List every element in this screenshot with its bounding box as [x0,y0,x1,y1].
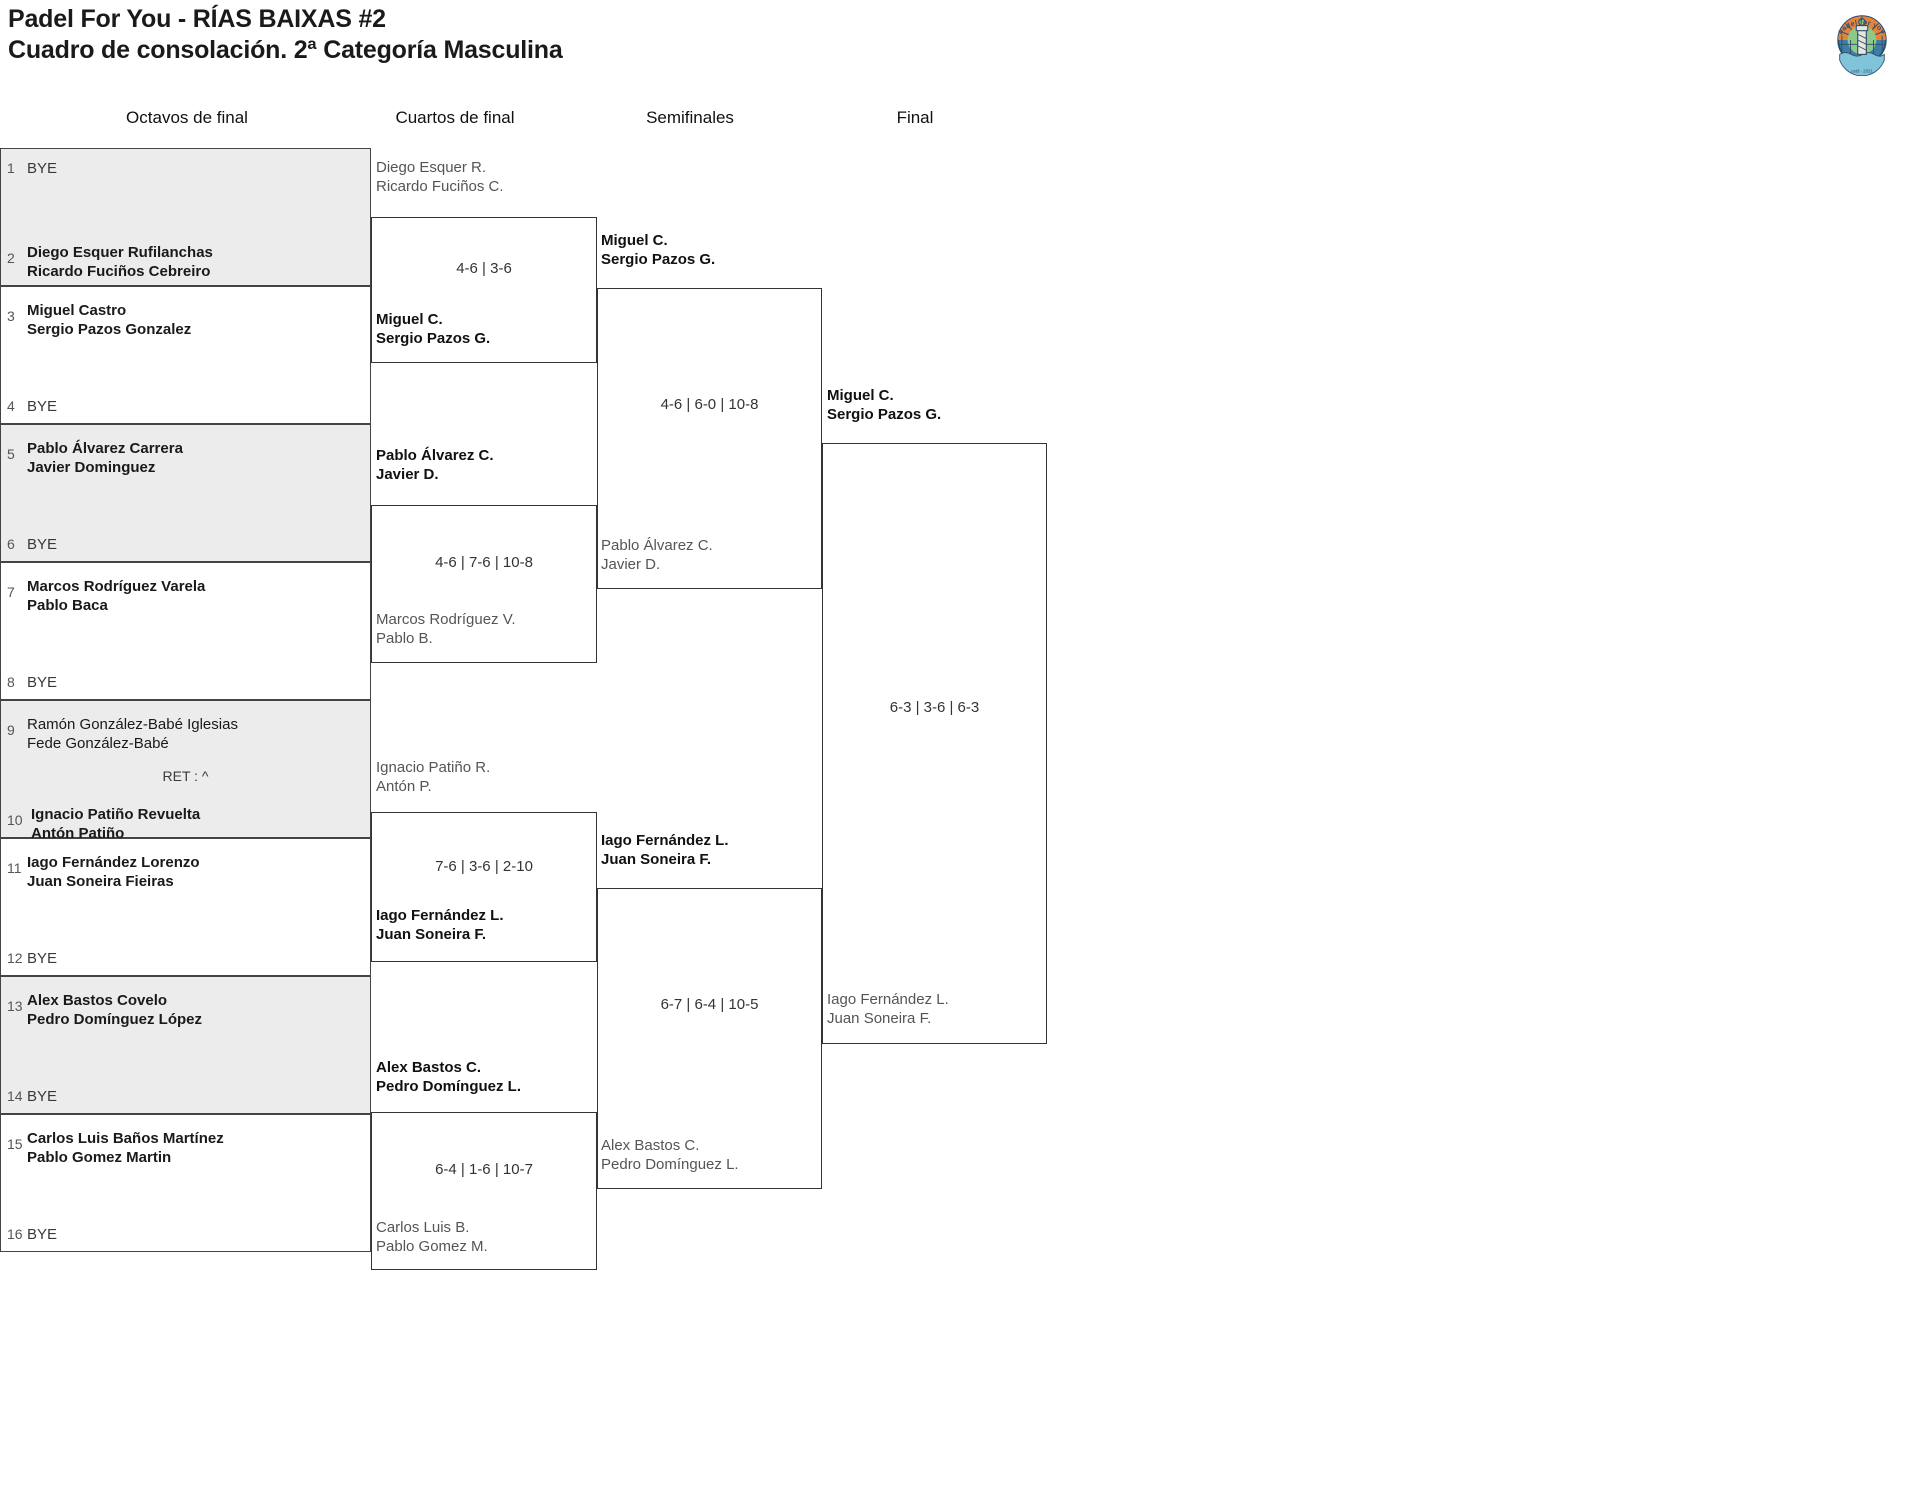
seed-team-names: Alex Bastos Covelo Pedro Domínguez López [27,991,364,1029]
cuartos-entrant-bottom: Marcos Rodríguez V. Pablo B. [376,611,516,647]
seed-team-names: Miguel Castro Sergio Pazos Gonzalez [27,301,364,339]
seed-player-1: BYE [27,950,58,967]
seed-cell[interactable]: 13 Alex Bastos Covelo Pedro Domínguez Ló… [0,976,371,1114]
cuartos-entrant-top: Ignacio Patiño R. Antón P. [376,759,491,795]
seed-cell[interactable]: 3 Miguel Castro Sergio Pazos Gonzalez 4 … [0,286,371,424]
seed-cell[interactable]: 1 BYE 2 Diego Esquer Rufilanchas Ricardo… [0,148,371,286]
seed-player-2: Fede González-Babé [27,735,169,752]
seed-player-1: Iago Fernández Lorenzo [27,854,200,871]
seed-player-2: Ricardo Fuciños Cebreiro [27,263,211,280]
seed-team-names: Diego Esquer Rufilanchas Ricardo Fuciños… [27,243,364,281]
seed-number: 5 [7,446,15,462]
seed-number: 16 [7,1226,23,1242]
match-score: 7-6 | 3-6 | 2-10 [435,858,533,875]
seed-number: 3 [7,308,15,324]
semifinal-entrant-top: Miguel C. Sergio Pazos G. [601,232,716,268]
seed-number: 6 [7,536,15,552]
retirement-annotation: RET : ^ [162,768,209,784]
semifinal-entrant-top: Iago Fernández L. Juan Soneira F. [601,832,729,868]
seed-player-2: Pablo Gomez Martin [27,1149,172,1166]
seed-number: 8 [7,674,15,690]
match-score: 4-6 | 3-6 [456,260,512,277]
seed-number: 12 [7,950,23,966]
seed-player-1: Marcos Rodríguez Varela [27,578,206,595]
seed-player-1: Miguel Castro [27,302,127,319]
seed-cell[interactable]: 9 Ramón González-Babé Iglesias Fede Gonz… [0,700,371,842]
seed-player-1: Carlos Luis Baños Martínez [27,1130,224,1147]
seed-player-1: BYE [27,1088,58,1105]
seed-number: 2 [7,250,15,266]
seed-cell[interactable]: 15 Carlos Luis Baños Martínez Pablo Gome… [0,1114,371,1252]
match-score: 4-6 | 7-6 | 10-8 [435,554,533,571]
cuartos-entrant-bottom: Miguel C. Sergio Pazos G. [376,311,491,347]
seed-player-1: BYE [27,160,58,177]
logo-footer-text: estd · 2021 [1851,68,1873,73]
seed-number: 1 [7,160,15,176]
seed-player-2: Antón Patiño [31,825,125,842]
bracket-subtitle: Cuadro de consolación. 2ª Categoría Masc… [8,36,563,64]
tournament-title: Padel For You - RÍAS BAIXAS #2 [8,5,386,33]
seed-number: 14 [7,1088,23,1104]
round-header-semifinales: Semifinales [646,108,734,127]
cuartos-entrant-top: Diego Esquer R. Ricardo Fuciños C. [376,159,504,195]
seed-cell[interactable]: 5 Pablo Álvarez Carrera Javier Dominguez… [0,424,371,562]
match-box-qf4[interactable]: 6-4 | 1-6 | 10-7 [371,1112,597,1270]
seed-number: 15 [7,1136,23,1152]
match-score: 6-7 | 6-4 | 10-5 [660,996,759,1013]
seed-player-2: Pedro Domínguez López [27,1011,203,1028]
seed-number: 10 [7,812,23,828]
match-box-sf1[interactable]: 4-6 | 6-0 | 10-8 [597,288,822,589]
seed-player-1: Alex Bastos Covelo [27,992,168,1009]
seed-cell[interactable]: 11 Iago Fernández Lorenzo Juan Soneira F… [0,838,371,976]
seed-player-1: Ramón González-Babé Iglesias [27,716,238,733]
seed-team-names: Iago Fernández Lorenzo Juan Soneira Fiei… [27,853,364,891]
match-score: 6-4 | 1-6 | 10-7 [435,1161,533,1178]
match-box-qf3[interactable]: 7-6 | 3-6 | 2-10 [371,812,597,962]
seed-team-names: Carlos Luis Baños Martínez Pablo Gomez M… [27,1129,364,1167]
page-title: Padel For You - RÍAS BAIXAS #2 Cuadro de… [8,4,1108,66]
seed-player-1: Pablo Álvarez Carrera [27,440,183,457]
cuartos-entrant-top: Pablo Álvarez C. Javier D. [376,447,494,483]
match-box-final[interactable]: 6-3 | 3-6 | 6-3 [822,443,1047,1044]
match-box-qf1[interactable]: 4-6 | 3-6 [371,217,597,363]
seed-player-1: BYE [27,536,58,553]
seed-player-2: Juan Soneira Fieiras [27,873,174,890]
round-header-final: Final [896,108,934,127]
seed-team-names: Ignacio Patiño Revuelta Antón Patiño [31,805,364,843]
seed-team-names: Ramón González-Babé Iglesias Fede Gonzál… [27,715,364,753]
seed-player-2: Pablo Baca [27,597,108,614]
seed-player-1: BYE [27,398,58,415]
match-box-qf2[interactable]: 4-6 | 7-6 | 10-8 [371,505,597,663]
round-header-octavos: Octavos de final [126,108,248,127]
seed-team-names: Pablo Álvarez Carrera Javier Dominguez [27,439,364,477]
seed-player-1: BYE [27,674,58,691]
seed-team-names: Marcos Rodríguez Varela Pablo Baca [27,577,364,615]
final-entrant-top: Miguel C. Sergio Pazos G. [827,387,942,423]
match-box-sf2[interactable]: 6-7 | 6-4 | 10-5 [597,888,822,1189]
seed-number: 9 [7,722,15,738]
round-header-cuartos: Cuartos de final [395,108,515,127]
seed-player-2: Javier Dominguez [27,459,156,476]
semifinal-entrant-bottom: Alex Bastos C. Pedro Domínguez L. [601,1137,739,1173]
seed-player-1: Diego Esquer Rufilanchas [27,244,213,261]
seed-number: 11 [7,860,22,876]
match-score: 6-3 | 3-6 | 6-3 [889,699,980,716]
match-score: 4-6 | 6-0 | 10-8 [660,396,759,413]
final-entrant-bottom: Iago Fernández L. Juan Soneira F. [827,991,949,1027]
seed-player-1: BYE [27,1226,58,1243]
seed-cell[interactable]: 7 Marcos Rodríguez Varela Pablo Baca 8 B… [0,562,371,700]
cuartos-entrant-bottom: Iago Fernández L. Juan Soneira F. [376,907,504,943]
seed-number: 4 [7,398,15,414]
cuartos-entrant-top: Alex Bastos C. Pedro Domínguez L. [376,1059,522,1095]
padel-for-you-logo: padel for you estd · 2021 [1826,4,1898,77]
seed-player-1: Ignacio Patiño Revuelta [31,806,201,823]
cuartos-entrant-bottom: Carlos Luis B. Pablo Gomez M. [376,1219,488,1255]
seed-number: 13 [7,998,23,1014]
semifinal-entrant-bottom: Pablo Álvarez C. Javier D. [601,537,713,573]
seed-number: 7 [7,584,15,600]
seed-player-2: Sergio Pazos Gonzalez [27,321,192,338]
